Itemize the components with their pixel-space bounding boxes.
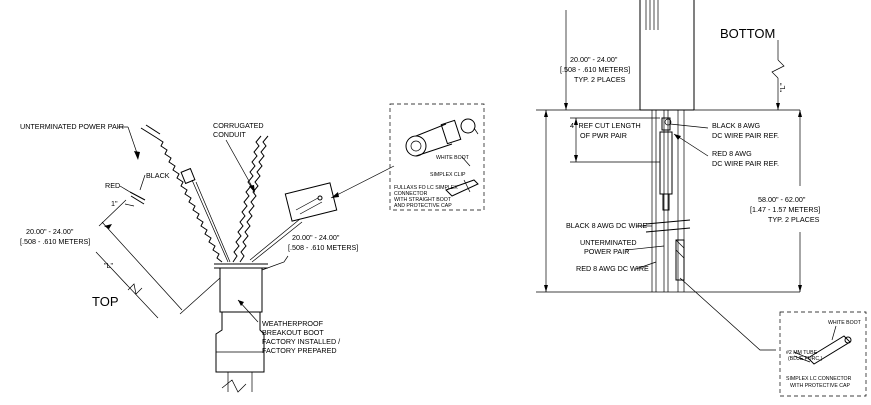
label-left-dim2-inches: 20.00" - 24.00" [292,233,340,242]
label-right-dim-meters: [.508 - .610 METERS] [560,65,630,74]
label-box2-white-boot: WHITE BOOT [828,320,862,326]
label-red: RED [105,181,120,190]
label-right-L: "L" [778,82,787,92]
label-box2-tube-1: #2 MM TUBE [786,350,818,356]
label-black-dc: BLACK 8 AWG DC WIRE [566,221,647,230]
label-conn-2: CONNECTOR [394,191,428,197]
label-boot-2: BREAKOUT BOOT [262,328,324,337]
label-red-dc: RED 8 AWG DC WIRE [576,264,649,273]
label-long-meters: [1.47 - 1.57 METERS] [750,205,820,214]
label-cut-2: OF PWR PAIR [580,131,627,140]
label-top: TOP [92,294,119,309]
label-boot-4: FACTORY PREPARED [262,346,337,355]
fiber-cable-a [191,179,229,263]
label-right-dim-inches: 20.00" - 24.00" [570,55,618,64]
label-conn-3: WITH STRAIGHT BOOT [394,197,452,203]
label-box2-tube-2: (BLUE FURC.) [788,356,823,362]
lower-conduit [215,312,265,373]
label-long-typ: TYP. 2 PLACES [768,215,820,224]
label-long-inches: 58.00" - 62.00" [758,195,806,204]
label-boot-1: WEATHERPROOF [262,319,324,328]
label-right-typ: TYP. 2 PLACES [574,75,626,84]
label-corrugated: CORRUGATED [213,121,264,130]
power-pair-conduit [156,137,223,263]
label-left-dim-meters: [.508 - .610 METERS] [20,237,90,246]
label-left-dim-inches: 20.00" - 24.00" [26,227,74,236]
label-black-awg-2: DC WIRE PAIR REF. [712,131,779,140]
left-assembly-view: UNTERMINATED POWER PAIR CORRUGATED CONDU… [20,121,395,393]
label-left-L: "L" [104,261,114,270]
label-red-awg-1: RED 8 AWG [712,149,752,158]
label-unterm-2: POWER PAIR [584,247,629,256]
label-box2-conn-1: SIMPLEX LC CONNECTOR [786,376,852,382]
label-one-inch: 1" [111,199,118,208]
label-cut-1: 4" REF CUT LENGTH [570,121,641,130]
label-conn-1: FULLAXS FO LC SIMPLEX [394,185,458,191]
label-box2-conn-2: WITH PROTECTIVE CAP [790,383,850,389]
label-boot-3: FACTORY INSTALLED / [262,337,340,346]
label-bottom: BOTTOM [720,26,775,41]
corrugated-conduit [239,135,269,263]
label-unterm-1: UNTERMINATED [580,238,637,247]
label-conn-4: AND PROTECTIVE CAP [394,203,452,209]
fiber-cable-b [251,221,303,263]
label-left-dim2-meters: [.508 - .610 METERS] [288,243,358,252]
label-black-awg-1: BLACK 8 AWG [712,121,760,130]
label-unterminated-power-pair: UNTERMINATED POWER PAIR [20,122,124,131]
label-black: BLACK [146,171,170,180]
right-assembly-view: BOTTOM "L" 20.00" - 24.00" [.508 - .610 … [536,0,820,351]
label-red-awg-2: DC WIRE PAIR REF. [712,159,779,168]
detail-box-simplex-lc: WHITE BOOT #2 MM TUBE (BLUE FURC.) SIMPL… [779,311,867,397]
label-conduit: CONDUIT [213,130,246,139]
detail-box-fullaxs: WHITE BOOT SIMPLEX CLIP FULLAXS FO LC SI… [389,103,485,211]
label-simplex-clip: SIMPLEX CLIP [430,172,466,178]
label-white-boot: WHITE BOOT [436,155,470,161]
